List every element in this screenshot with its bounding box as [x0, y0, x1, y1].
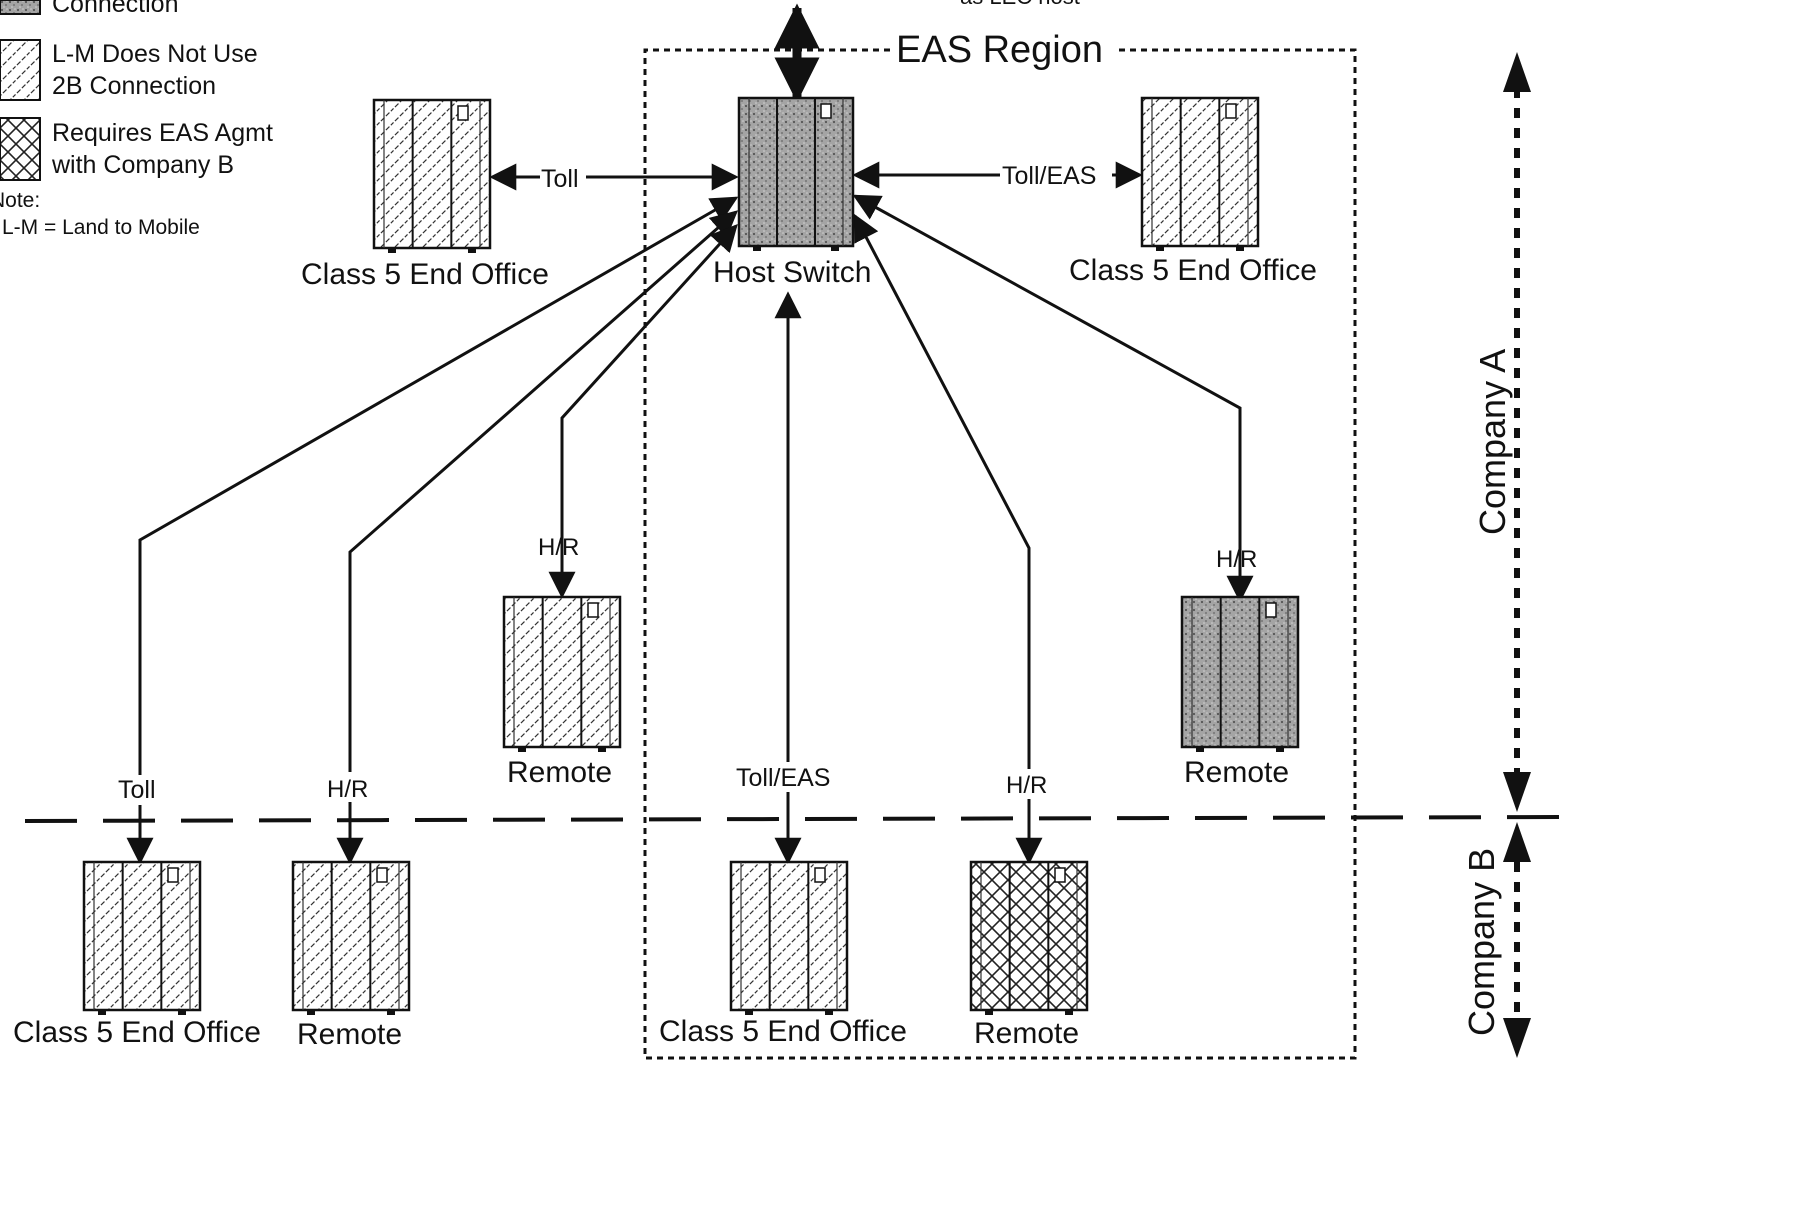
link-hr-mid-right [852, 194, 1254, 603]
company-a-arrow-up [1503, 52, 1531, 92]
cabinet-foot [745, 1010, 753, 1015]
cabinet-host [737, 96, 855, 251]
legend-label-hatch-line2: 2B Connection [52, 72, 216, 100]
link-label-toll-eas-b: Toll/EAS [736, 764, 830, 792]
cabinet-body [372, 98, 492, 250]
cabinet-eo-top-left [372, 98, 492, 253]
legend-item-stipple: Connection [0, 0, 178, 18]
cabinet-foot [1276, 747, 1284, 752]
node-label-eo-top-left: Class 5 End Office [301, 258, 549, 291]
header-fragment: as LEC host [960, 0, 1080, 9]
cabinet-foot [1196, 747, 1204, 752]
node-label-eo-top-right: Class 5 End Office [1069, 254, 1317, 287]
cabinet-remote-mid-right [1180, 595, 1300, 752]
link-hr-mid-left [548, 223, 738, 599]
cabinet-foot [1156, 246, 1164, 251]
link-label-hr-mid-left: H/R [538, 534, 579, 561]
link-hr-b-right [853, 213, 1043, 865]
link-toll-b-left [126, 196, 739, 865]
cabinet-foot [753, 246, 761, 251]
legend-note-title: Note: [0, 189, 40, 212]
cabinet-indicator [1054, 867, 1066, 883]
link-label-hr-mid-right: H/R [1216, 546, 1257, 573]
cabinet-remote-mid-left [502, 595, 622, 752]
cabinet-body [1180, 595, 1300, 749]
legend-label-stipple: Connection [52, 0, 178, 18]
eas-region-border [643, 48, 1357, 1060]
cabinet-body [729, 860, 849, 1012]
connections [126, 3, 1254, 865]
node-label-remote-mid-left: Remote [507, 756, 612, 789]
link-label-hr-b-left: H/R [327, 776, 368, 803]
cabinet-foot [468, 248, 476, 253]
legend-item-cross: Requires EAS Agmt with Company B [0, 117, 273, 181]
cabinet-foot [831, 246, 839, 251]
cabinet-indicator [587, 602, 599, 618]
link-labels: Toll Toll/EAS H/R H/R Toll H/R Toll/EAS … [116, 161, 1257, 805]
switch-nodes [82, 96, 1300, 1015]
company-b-label: Company B [1461, 848, 1502, 1036]
cabinet-foot [388, 248, 396, 253]
cabinet-body [1140, 96, 1260, 248]
link-label-toll-top: Toll [541, 165, 579, 193]
company-divider [24, 815, 1566, 823]
cabinet-body [969, 860, 1089, 1012]
node-labels: Class 5 End Office Host Switch Class 5 E… [13, 254, 1317, 1051]
eas-region-label: EAS Region [896, 29, 1103, 71]
cabinet-foot [1065, 1010, 1073, 1015]
cabinet-body [502, 595, 622, 749]
legend-label-cross-line2: with Company B [51, 151, 234, 179]
node-label-eo-b-left: Class 5 End Office [13, 1016, 261, 1049]
cabinet-foot [598, 747, 606, 752]
eas-region: EAS Region [643, 29, 1357, 1060]
cabinet-body [737, 96, 855, 248]
legend-label-hatch-line1: L-M Does Not Use [52, 40, 258, 68]
cabinet-foot [1236, 246, 1244, 251]
node-label-remote-mid-right: Remote [1184, 756, 1289, 789]
cabinet-remote-b-right [969, 860, 1089, 1015]
legend-swatch-hatch [0, 39, 41, 101]
cabinet-body [291, 860, 411, 1012]
legend-note-text: L-M = Land to Mobile [2, 216, 200, 239]
cabinet-eo-top-right [1140, 96, 1260, 251]
link-label-toll-eas-top: Toll/EAS [1002, 162, 1096, 190]
cabinet-body [82, 860, 202, 1012]
node-label-eo-b-center: Class 5 End Office [659, 1015, 907, 1048]
cabinet-foot [98, 1010, 106, 1015]
cabinet-foot [985, 1010, 993, 1015]
cabinet-remote-b-left [291, 860, 411, 1015]
legend: Connection L-M Does Not Use 2B Connectio… [0, 0, 273, 239]
legend-item-hatch: L-M Does Not Use 2B Connection [0, 39, 258, 101]
link-label-hr-b-right: H/R [1006, 772, 1047, 799]
link-label-toll-b-left: Toll [118, 776, 156, 804]
company-b-arrow-up [1503, 822, 1531, 862]
cabinet-foot [825, 1010, 833, 1015]
company-a-arrow-down [1503, 772, 1531, 812]
cabinet-indicator [1225, 103, 1237, 119]
legend-label-cross-line1: Requires EAS Agmt [52, 119, 273, 147]
cabinet-indicator [1265, 602, 1277, 618]
cabinet-indicator [167, 867, 179, 883]
cabinet-foot [178, 1010, 186, 1015]
cabinet-foot [387, 1010, 395, 1015]
cabinet-foot [307, 1010, 315, 1015]
cabinet-eo-b-left [82, 860, 202, 1015]
cabinet-indicator [820, 103, 832, 119]
legend-swatch-cross [0, 117, 41, 181]
node-label-remote-b-right: Remote [974, 1017, 1079, 1050]
company-a-label: Company A [1472, 349, 1513, 535]
cabinet-eo-b-center [729, 860, 849, 1015]
cabinet-foot [518, 747, 526, 752]
cabinet-indicator [457, 105, 469, 121]
company-b-arrow-down [1503, 1018, 1531, 1058]
legend-swatch-stipple [0, 0, 41, 15]
cabinet-indicator [814, 867, 826, 883]
company-scale: Company A Company B [1461, 52, 1531, 1058]
node-label-host: Host Switch [713, 256, 871, 289]
cabinet-indicator [376, 867, 388, 883]
node-label-remote-b-left: Remote [297, 1018, 402, 1051]
